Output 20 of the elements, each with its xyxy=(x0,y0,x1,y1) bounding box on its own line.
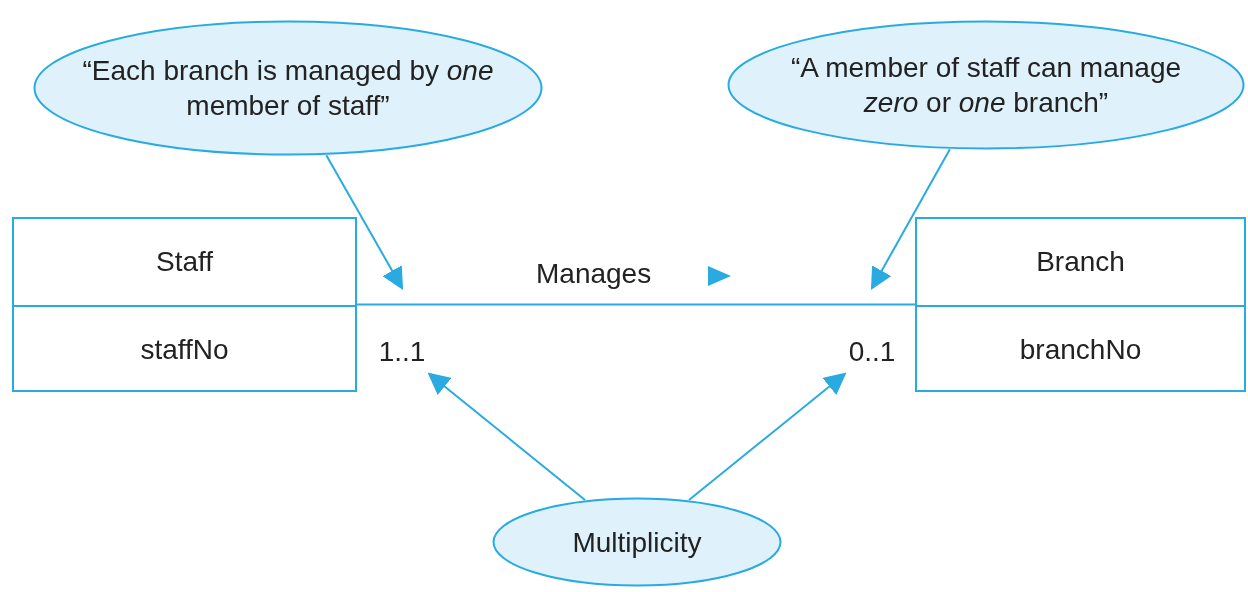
attribute-text: staffNo xyxy=(140,333,229,366)
multiplicity-label: 1..1 xyxy=(360,330,444,374)
speech-bubble xyxy=(33,20,543,156)
class-name: Staff xyxy=(155,246,214,278)
class-box xyxy=(915,217,1246,392)
callout-text: “Each branch is managed by one member of staff” xyxy=(81,54,495,123)
attribute-text: branchNo xyxy=(1019,333,1142,366)
edge-label: Manages xyxy=(536,258,652,290)
leader-line xyxy=(325,154,404,290)
speech-bubble xyxy=(727,20,1245,150)
callout-text: “A member of staff can manage zero or one branch” xyxy=(789,51,1183,120)
arrow xyxy=(427,372,587,501)
leader-line xyxy=(870,148,951,290)
ellipse xyxy=(492,497,782,587)
association-line xyxy=(356,303,916,306)
callout-text: Multiplicity xyxy=(571,525,703,560)
multiplicity-label: 0..1 xyxy=(830,330,914,374)
class-box xyxy=(12,217,357,392)
class-name: Branch xyxy=(1036,246,1125,278)
arrow xyxy=(687,372,847,501)
